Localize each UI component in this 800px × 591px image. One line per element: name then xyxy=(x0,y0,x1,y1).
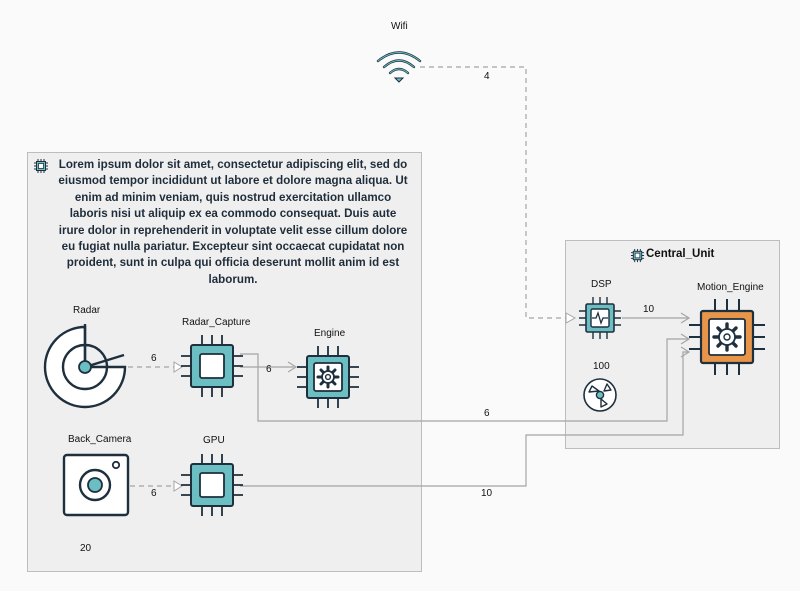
gpu-chip-icon[interactable] xyxy=(179,452,245,518)
fan-label: 100 xyxy=(593,361,610,372)
dsp-waveform-chip-icon[interactable] xyxy=(577,295,623,341)
wifi-icon[interactable] xyxy=(375,48,423,84)
group-chip-icon xyxy=(34,159,48,173)
arrowhead xyxy=(173,480,183,492)
central-unit-chip-icon xyxy=(630,248,645,263)
arrowhead xyxy=(565,312,577,324)
engine-gear-chip-icon[interactable] xyxy=(295,344,361,410)
fan-icon[interactable] xyxy=(582,377,618,413)
gpu-label: GPU xyxy=(203,435,225,446)
arrowhead xyxy=(173,361,183,373)
radar-icon[interactable] xyxy=(40,322,130,412)
motion-engine-gear-chip-icon[interactable] xyxy=(687,297,767,377)
edge-label: 10 xyxy=(481,488,493,499)
radar-capture-chip-icon[interactable] xyxy=(179,333,245,399)
camera-icon[interactable] xyxy=(60,452,132,518)
arrowhead xyxy=(680,312,691,324)
back-camera-label: Back_Camera xyxy=(68,434,132,445)
edge-gpu-motion xyxy=(240,351,688,487)
edge-radarcapture-motion xyxy=(240,338,688,422)
dsp-label: DSP xyxy=(591,279,612,290)
edge-label: 6 xyxy=(151,488,157,499)
edge-label: 4 xyxy=(484,71,490,82)
edge-label: 6 xyxy=(266,364,272,375)
sensor-group-description: Lorem ipsum dolor sit amet, consectetur … xyxy=(58,158,408,286)
arrowhead xyxy=(680,346,691,358)
arrowhead xyxy=(680,333,691,345)
engine-label: Engine xyxy=(314,328,346,339)
central-unit-title: Central_Unit xyxy=(646,248,715,260)
radar-capture-label: Radar_Capture xyxy=(182,317,251,328)
radar-label: Radar xyxy=(73,305,101,316)
edge-label: 6 xyxy=(151,353,157,364)
sensor-group-count: 20 xyxy=(80,543,92,554)
edge-wifi-dsp xyxy=(420,66,566,319)
wifi-label: Wifi xyxy=(391,21,408,32)
arrowhead xyxy=(287,361,298,373)
motion-engine-label: Motion_Engine xyxy=(697,282,764,293)
edge-label: 10 xyxy=(643,304,655,315)
edge-label: 6 xyxy=(484,408,490,419)
